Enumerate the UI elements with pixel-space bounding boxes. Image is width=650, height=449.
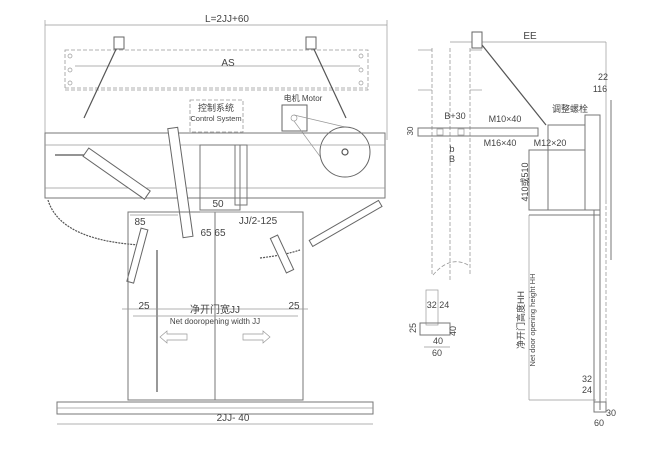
- dim-jj-half: JJ/2-125: [239, 216, 278, 227]
- sill-section: 32 24 25 40 40 60: [408, 289, 458, 358]
- side-hanger-rod: [477, 39, 547, 126]
- dim-22: 22: [598, 72, 608, 82]
- dim-50: 50: [212, 199, 224, 210]
- dim-60-bottom: 60: [594, 418, 604, 428]
- adjust-bolt-label: 调整螺栓: [552, 103, 588, 114]
- bolt-m10: M10×40: [489, 114, 522, 124]
- dim-24-bottom: 24: [582, 385, 592, 395]
- dim-b30: B+30: [444, 111, 465, 121]
- control-system-en: Control System: [190, 114, 241, 123]
- net-height-cn: 净开门高度HH: [515, 291, 526, 349]
- length-dim-label: L=2JJ+60: [205, 14, 249, 25]
- control-system-cn: 控制系统: [198, 102, 234, 113]
- control-system-box: [189, 99, 244, 133]
- header-box: [64, 49, 369, 91]
- dim-60-section: 60: [432, 348, 442, 358]
- dim-40-bottom: 40: [433, 336, 443, 346]
- door-lock-assembly: [199, 144, 241, 211]
- dim-ee: EE: [523, 31, 537, 42]
- hanger-rod-left: [83, 44, 119, 119]
- mounting-bracket: [417, 127, 539, 137]
- bolt-m12: M12×20: [534, 138, 567, 148]
- dim-32-bottom: 32: [582, 374, 592, 384]
- dim-32-24: 32 24: [427, 300, 450, 310]
- open-right-arrow-icon: [242, 330, 271, 344]
- motor-label: 电机 Motor: [284, 93, 323, 103]
- dim-30-left: 30: [406, 126, 415, 135]
- dim-85: 85: [134, 217, 146, 228]
- dim-25-left: 25: [138, 301, 150, 312]
- dim-40-right: 40: [448, 326, 458, 336]
- lock-lever: [167, 126, 194, 239]
- dim-25-right: 25: [288, 301, 300, 312]
- drive-pulley: [319, 126, 371, 178]
- net-width-en: Net dooropening width JJ: [170, 317, 260, 326]
- net-height-en: Net door opening height HH: [528, 274, 537, 367]
- dim-65-65: 65 65: [200, 228, 225, 239]
- side-view: EE B+30 M10×40 M16×40 M12×20 30 b B 调整螺栓…: [406, 31, 616, 428]
- dim-30-bottom: 30: [606, 408, 616, 418]
- net-width-cn: 净开门宽JJ: [190, 303, 240, 316]
- hanger-rod-right: [311, 44, 347, 119]
- header-label: AS: [221, 58, 235, 69]
- sill-profile: [419, 322, 451, 336]
- front-view: L=2JJ+60 AS 控制系统 Control System 电机 Motor: [44, 14, 388, 425]
- linkage-arm: [82, 147, 151, 200]
- dim-b-large: B: [449, 154, 455, 164]
- dim-b-small: b: [449, 144, 454, 154]
- bolt-m16: M16×40: [484, 138, 517, 148]
- linkage-arm-right: [308, 199, 383, 248]
- sill-length-dim: 2JJ- 40: [217, 413, 250, 424]
- dim-25-section: 25: [408, 323, 418, 333]
- dim-410-510: 410或510: [519, 162, 530, 201]
- open-left-arrow-icon: [159, 330, 188, 344]
- dim-116: 116: [593, 84, 607, 94]
- motor-box: [281, 104, 308, 132]
- track-plate: [44, 132, 386, 199]
